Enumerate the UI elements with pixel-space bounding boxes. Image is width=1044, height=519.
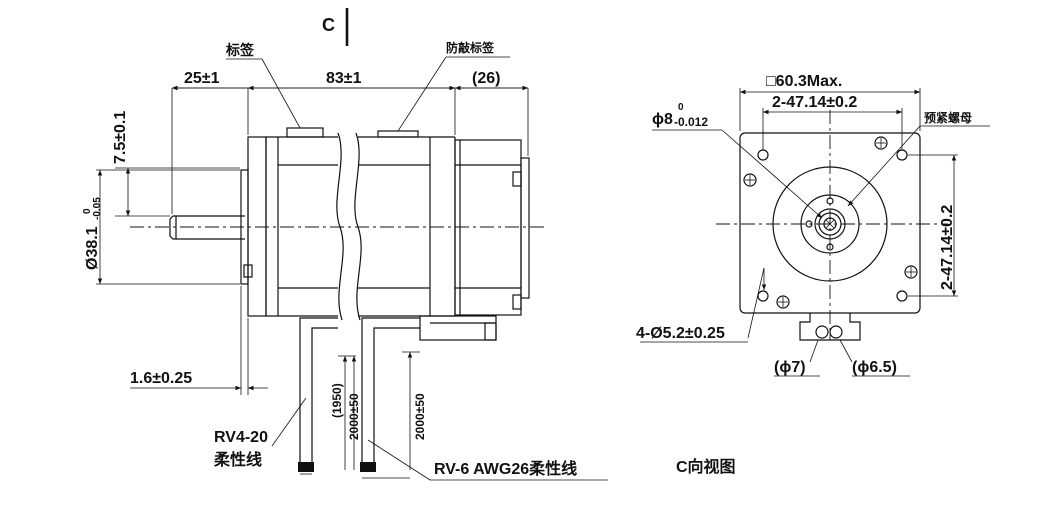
dim-encoder-length: (26) [472, 70, 500, 87]
dim-shaft-diameter: ϕ8 [652, 111, 673, 128]
dim-hole-spacing-v: 2-47.14±0.2 [939, 205, 956, 290]
pilot-circle [772, 166, 888, 282]
cable-rv6 [360, 317, 420, 472]
dim-key-height: 7.5±0.1 [112, 111, 129, 164]
shaft [169, 215, 245, 240]
dim-mount-holes: 4-Ø5.2±0.25 [636, 325, 725, 342]
cable-rv4-label-line2: 柔性线 [213, 450, 262, 469]
cable-rv4 [298, 317, 338, 472]
motor-body [265, 127, 456, 321]
cable-rv6-label: RV-6 AWG26柔性线 [434, 459, 577, 478]
flange [240, 136, 267, 317]
dim-phi65: (ϕ6.5) [852, 359, 897, 376]
label-tag-box [286, 127, 324, 138]
mount-hole-br [896, 290, 908, 302]
connector-block [419, 315, 497, 341]
shaft-circle [818, 212, 842, 236]
dim-cable-2000-b: 2000±50 [413, 393, 427, 440]
dim-pilot-tol-lower: -0.05 [92, 197, 103, 220]
dim-flange-thickness: 1.6±0.25 [130, 370, 192, 387]
connector-tab [799, 313, 861, 341]
view-title: C向视图 [676, 457, 736, 476]
dim-shaft-length: 25±1 [184, 70, 220, 87]
anti-tamper-tag-box [377, 130, 419, 138]
label-tag-text: 标签 [225, 42, 255, 58]
dim-shaft-tol-lower: -0.012 [674, 115, 708, 129]
dim-phi7: (ϕ7) [774, 359, 806, 376]
mount-hole-tr [896, 149, 908, 161]
nut-icon [743, 136, 918, 309]
pre-tightened-nut-label: 预紧螺母 [924, 110, 972, 125]
dim-square-max: □60.3Max. [766, 73, 842, 90]
mount-hole-tl [757, 149, 769, 161]
dim-pilot-diameter: Ø38.1 [84, 226, 101, 270]
dim-hole-spacing-h: 2-47.14±0.2 [772, 94, 857, 111]
section-marker-label: C [322, 15, 335, 35]
dim-cable-1950: (1950) [330, 383, 344, 418]
dim-pilot-tol-upper: 0 [82, 208, 93, 214]
side-view: C [82, 8, 608, 481]
dim-shaft-tol-upper: 0 [678, 102, 684, 113]
mount-hole-bl [757, 290, 769, 302]
cable-rv4-label-line1: RV4-20 [214, 429, 268, 446]
anti-tamper-tag-text: 防敲标签 [446, 40, 495, 55]
front-view: □60.3Max. 2-47.14±0.2 2-47.14±0.2 ϕ8 0 -… [636, 73, 990, 476]
encoder [454, 139, 530, 316]
dim-cable-2000-a: 2000±50 [347, 393, 361, 440]
dim-body-length: 83±1 [326, 70, 362, 87]
